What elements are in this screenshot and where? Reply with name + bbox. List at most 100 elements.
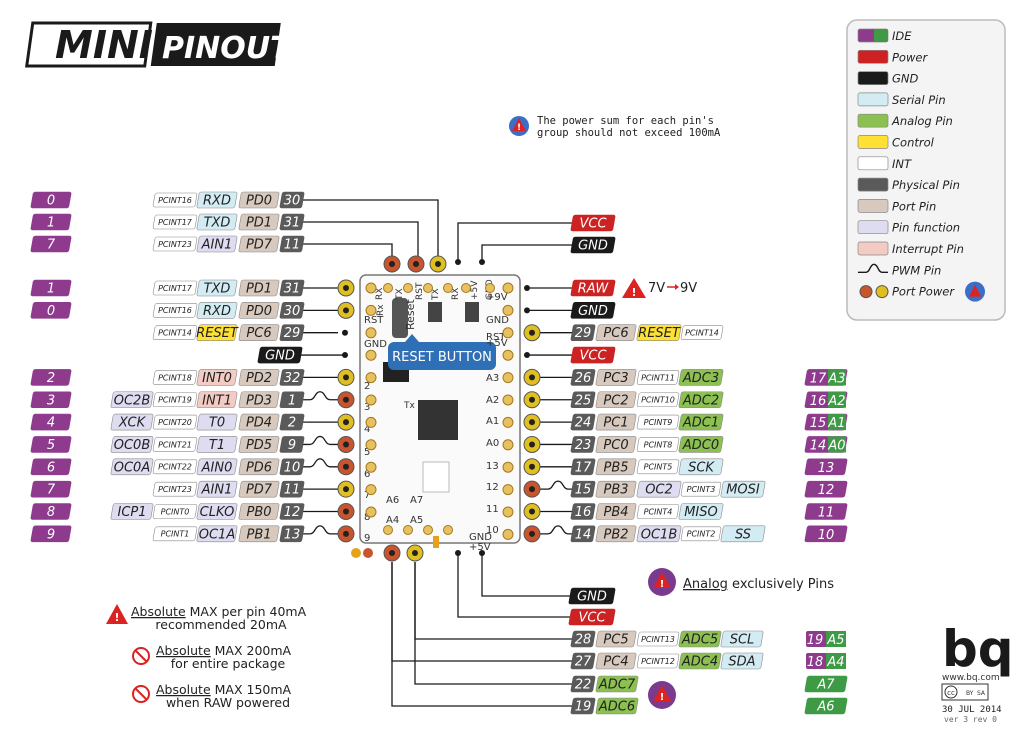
port-label-text: PD5 (246, 438, 272, 453)
right-pin[interactable] (523, 324, 541, 342)
board-pad (403, 283, 413, 293)
left-row: GND (257, 346, 303, 364)
function-label: ADC7 (595, 675, 639, 693)
phys-label-text: 16 (575, 505, 592, 520)
right-pin[interactable] (523, 368, 541, 386)
phys-label: 17 (570, 458, 596, 475)
pcint-label: PCINT3 (680, 481, 722, 497)
left-pin[interactable] (337, 525, 355, 543)
function-label: MISO (678, 503, 724, 520)
bottom-pin-a6[interactable] (383, 544, 401, 562)
pcint-label-text: PCINT4 (644, 507, 673, 516)
left-pin[interactable] (337, 435, 355, 453)
port-label: PD0 (238, 302, 280, 319)
pcint-label: PCINT9 (636, 414, 680, 430)
pcint-label: PCINT8 (636, 437, 680, 452)
pcint-label-text: PCINT8 (644, 440, 673, 449)
board-pad (502, 282, 514, 294)
function-label: AIN1 (196, 235, 238, 253)
bottom-pin-a7[interactable] (406, 544, 424, 562)
left-pin[interactable] (337, 458, 355, 476)
legend-label: INT (892, 157, 912, 171)
silk-right: 12 (486, 482, 499, 493)
ide-label: 6 (30, 458, 72, 475)
left-pin[interactable] (337, 279, 355, 297)
reset-switch (392, 298, 408, 338)
legend-item-int: INT (857, 156, 912, 171)
right-pin[interactable] (523, 480, 541, 498)
port-label: PB0 (238, 503, 280, 520)
silk-right: A3 (486, 373, 499, 384)
right-pin[interactable] (523, 458, 541, 476)
left-pin[interactable] (337, 368, 355, 386)
silk-left: 3 (364, 402, 370, 413)
right-row: RAW (570, 279, 616, 297)
function-label: CLKO (196, 503, 238, 520)
function-label: TXD (196, 213, 238, 231)
legend-label: Power (892, 50, 928, 64)
port-label: PC6 (238, 324, 280, 341)
svg-text:BY: BY (966, 690, 974, 697)
function-label: ADC2 (678, 391, 724, 408)
right-pin[interactable] (523, 503, 541, 520)
extra-label: SCL (720, 630, 764, 648)
ide-label-text: 7 (47, 483, 56, 498)
phys-label: 29 (279, 324, 305, 341)
legend-label: Port Power (892, 285, 955, 299)
top-pin-pd1[interactable] (407, 255, 425, 273)
extra-label: ICP1 (110, 503, 154, 520)
vcc-bottom: VCC (568, 608, 616, 626)
board-pad (423, 525, 433, 535)
ide-label-text: 8 (47, 505, 55, 520)
legend-label: Serial Pin (892, 93, 946, 107)
ide-label: 9 (30, 525, 72, 542)
pcint-label: PCINT4 (636, 504, 680, 519)
ide-label: 5 (30, 436, 72, 453)
left-pin[interactable] (337, 480, 355, 498)
silk-top: +5V (470, 280, 480, 300)
legend-item-pin-function: Pin function (857, 220, 960, 235)
silk-left: 8 (364, 512, 370, 523)
ide-label-text: 0 (47, 304, 55, 319)
logo-version: ver 3 rev 0 (944, 715, 997, 724)
function-label: ADC5 (678, 630, 722, 648)
gnd-top: GND (570, 236, 616, 254)
logo-date: 30 JUL 2014 (942, 705, 1002, 715)
left-pin[interactable] (337, 301, 355, 319)
right-pin[interactable] (523, 413, 541, 431)
port-label: PC3 (595, 369, 637, 386)
ide-label: 0 (30, 302, 72, 319)
board-pad (365, 282, 377, 294)
ide-label-text: 3 (47, 393, 55, 408)
top-pin-pd0[interactable] (429, 255, 447, 273)
right-pin[interactable] (523, 435, 541, 453)
function-label-text: RESET (196, 326, 239, 341)
pcint-label: PCINT11 (636, 370, 680, 385)
extra-label-text: SS (735, 527, 751, 542)
silk-left: 2 (364, 381, 370, 392)
function-label-text: OC2 (645, 483, 673, 498)
function-label: OC1B (636, 525, 682, 542)
ide-right: 11 (804, 503, 848, 521)
right-pin[interactable] (523, 391, 541, 409)
right-pin[interactable] (523, 525, 541, 543)
svg-text:for entire package: for entire package (171, 656, 286, 671)
title-mini: MINI (55, 23, 153, 67)
ide-label-text: 9 (47, 527, 55, 542)
pcint-label-text: PCINT9 (644, 418, 673, 427)
gnd-left: GND (257, 346, 303, 364)
top-pin-pd7[interactable] (383, 255, 401, 273)
left-pin[interactable] (337, 503, 355, 520)
silk-right: GND (486, 315, 509, 326)
phys-label-text: 22 (575, 678, 592, 693)
left-pin[interactable] (337, 391, 355, 409)
phys-label-text: 14 (575, 527, 592, 542)
ide-label-text: 5 (47, 438, 55, 453)
board-pad (485, 283, 495, 293)
left-pin[interactable] (337, 413, 355, 431)
